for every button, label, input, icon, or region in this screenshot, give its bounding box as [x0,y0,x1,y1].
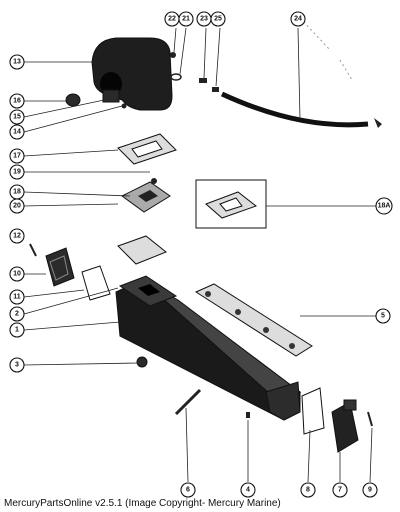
svg-text:18: 18 [13,189,21,196]
outlet-gasket-part [301,387,325,435]
svg-text:5: 5 [381,313,385,320]
callout-11: 11 [9,289,25,305]
cover-screw-part [367,411,373,427]
long-bolt-part [174,388,202,416]
exhaust-elbow-part [91,37,173,111]
svg-text:12: 12 [13,233,21,240]
svg-text:3: 3 [15,362,19,369]
washer-and-screw-part [170,52,182,81]
svg-text:6: 6 [186,487,190,494]
fitting-part [121,103,127,109]
elbow-gasket-part [117,133,177,165]
svg-text:11: 11 [13,294,21,301]
svg-text:20: 20 [13,203,21,210]
svg-text:25: 25 [214,16,222,23]
svg-text:4: 4 [246,487,250,494]
callout-20: 20 [9,198,25,214]
callout-16: 16 [9,93,25,109]
svg-text:7: 7 [338,487,342,494]
callout-14: 14 [9,124,25,140]
svg-text:16: 16 [13,98,21,105]
callout-4: 4 [240,482,256,498]
svg-text:22: 22 [168,16,176,23]
svg-text:10: 10 [13,271,21,278]
svg-text:24: 24 [294,16,302,23]
callout-9: 9 [362,482,378,498]
exhaust-manifold-part [115,275,302,421]
callout-2: 2 [9,306,25,322]
callout-5: 5 [375,308,391,324]
svg-text:13: 13 [13,59,21,66]
svg-text:8: 8 [306,487,310,494]
callout-13: 13 [9,54,25,70]
svg-text:15: 15 [13,114,21,121]
callout-7: 7 [332,482,348,498]
svg-text:17: 17 [13,153,21,160]
callout-6: 6 [180,482,196,498]
leader-lines [23,27,376,483]
pipe-plug-part [65,93,81,107]
manifold-gasket-part [117,235,167,265]
svg-text:21: 21 [182,16,190,23]
svg-text:18A: 18A [378,203,391,210]
callout-8: 8 [300,482,316,498]
svg-text:14: 14 [13,129,21,136]
callout-15: 15 [9,109,25,125]
drain-plug-part [136,356,148,368]
hose-fitting-part [199,78,219,92]
end-gasket-part [81,265,111,301]
spacer-block-part [121,178,171,213]
outlet-cover-part [331,399,359,453]
svg-text:19: 19 [13,169,21,176]
callout-17: 17 [9,148,25,164]
callout-18a: 18A [375,197,393,215]
callout-25: 25 [210,11,226,27]
callout-21: 21 [178,11,194,27]
callout-24: 24 [290,11,306,27]
small-stud-part [246,412,250,418]
callout-19: 19 [9,164,25,180]
callout-10: 10 [9,266,25,282]
callout-23: 23 [196,11,212,27]
copyright-footer: MercuryPartsOnline v2.5.1 (Image Copyrig… [4,498,281,509]
svg-text:2: 2 [15,311,19,318]
stud-part [29,243,37,257]
callout-18: 18 [9,184,25,200]
callout-22: 22 [164,11,180,27]
gasket-detail-box [195,179,267,229]
callout-3: 3 [9,357,25,373]
callout-1: 1 [9,322,25,338]
svg-text:23: 23 [200,16,208,23]
svg-text:1: 1 [15,327,19,334]
svg-text:9: 9 [368,487,372,494]
side-gasket-part [194,283,313,357]
water-hose-part [220,17,382,128]
end-plate-part [45,247,75,287]
callout-12: 12 [9,228,25,244]
